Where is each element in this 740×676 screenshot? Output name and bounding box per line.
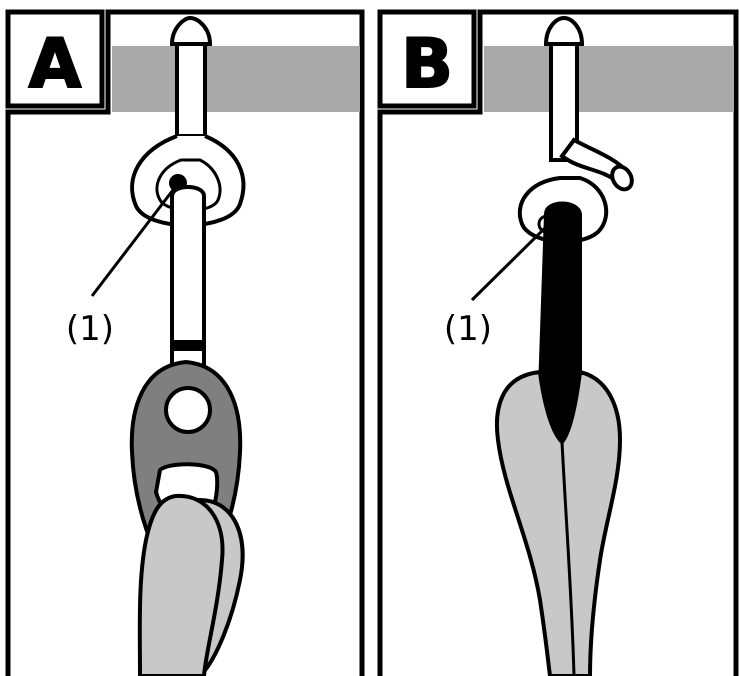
panel-b-callout-leader [470,226,547,302]
panel-b-letter: B [401,25,453,104]
panel-a-callout-leader [90,185,178,297]
panel-a-carabiner-gate [170,340,206,351]
panel-a-anchor-bolt [169,15,213,46]
panel-a-letter: A [29,25,82,104]
panel-a: A (1) [5,9,365,676]
panel-b-strap [494,369,623,676]
panel-b-strap-seam [560,441,576,676]
panel-b: B (1) [377,9,739,676]
panel-a-letter-box [5,9,105,109]
panel-b-anchor-bolt [543,15,585,46]
panel-a-frame [5,9,365,676]
panel-b-callout-label: (1) [444,309,492,349]
panel-a-callout-label: (1) [66,309,114,349]
panel-b-letter-box [377,9,477,109]
panel-b-frame [377,9,739,676]
panel-b-ceiling [484,46,734,112]
panel-a-ceiling [112,46,360,112]
panel-a-anchor-shaft [175,42,207,138]
